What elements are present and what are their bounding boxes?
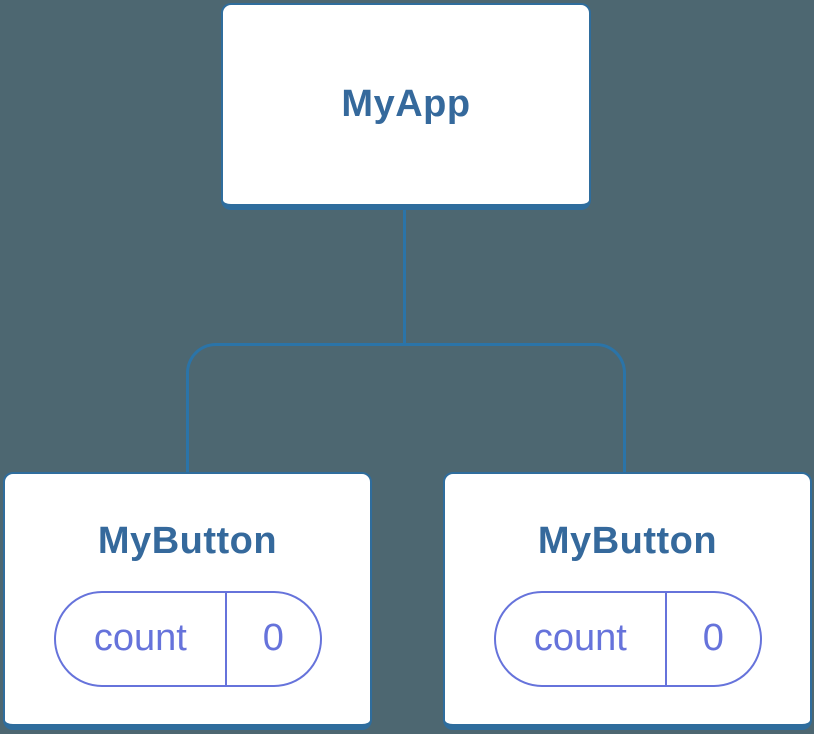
component-node-mybutton-right: MyButton count 0	[443, 472, 812, 730]
state-pill-left: count 0	[53, 590, 322, 687]
state-value: 0	[702, 617, 724, 660]
state-key-label: count	[496, 592, 668, 685]
component-node-mybutton-left: MyButton count 0	[3, 472, 372, 730]
component-name-mybutton-right: MyButton	[537, 520, 718, 563]
component-name-mybutton-left: MyButton	[97, 520, 278, 563]
state-value: 0	[262, 617, 284, 660]
state-key-label: count	[56, 592, 228, 685]
connector-branch-bracket	[186, 343, 626, 472]
state-pill-right: count 0	[493, 590, 762, 687]
component-node-myapp: MyApp	[221, 3, 591, 210]
component-name-myapp: MyApp	[341, 82, 471, 125]
connector-stem-line	[403, 210, 406, 344]
